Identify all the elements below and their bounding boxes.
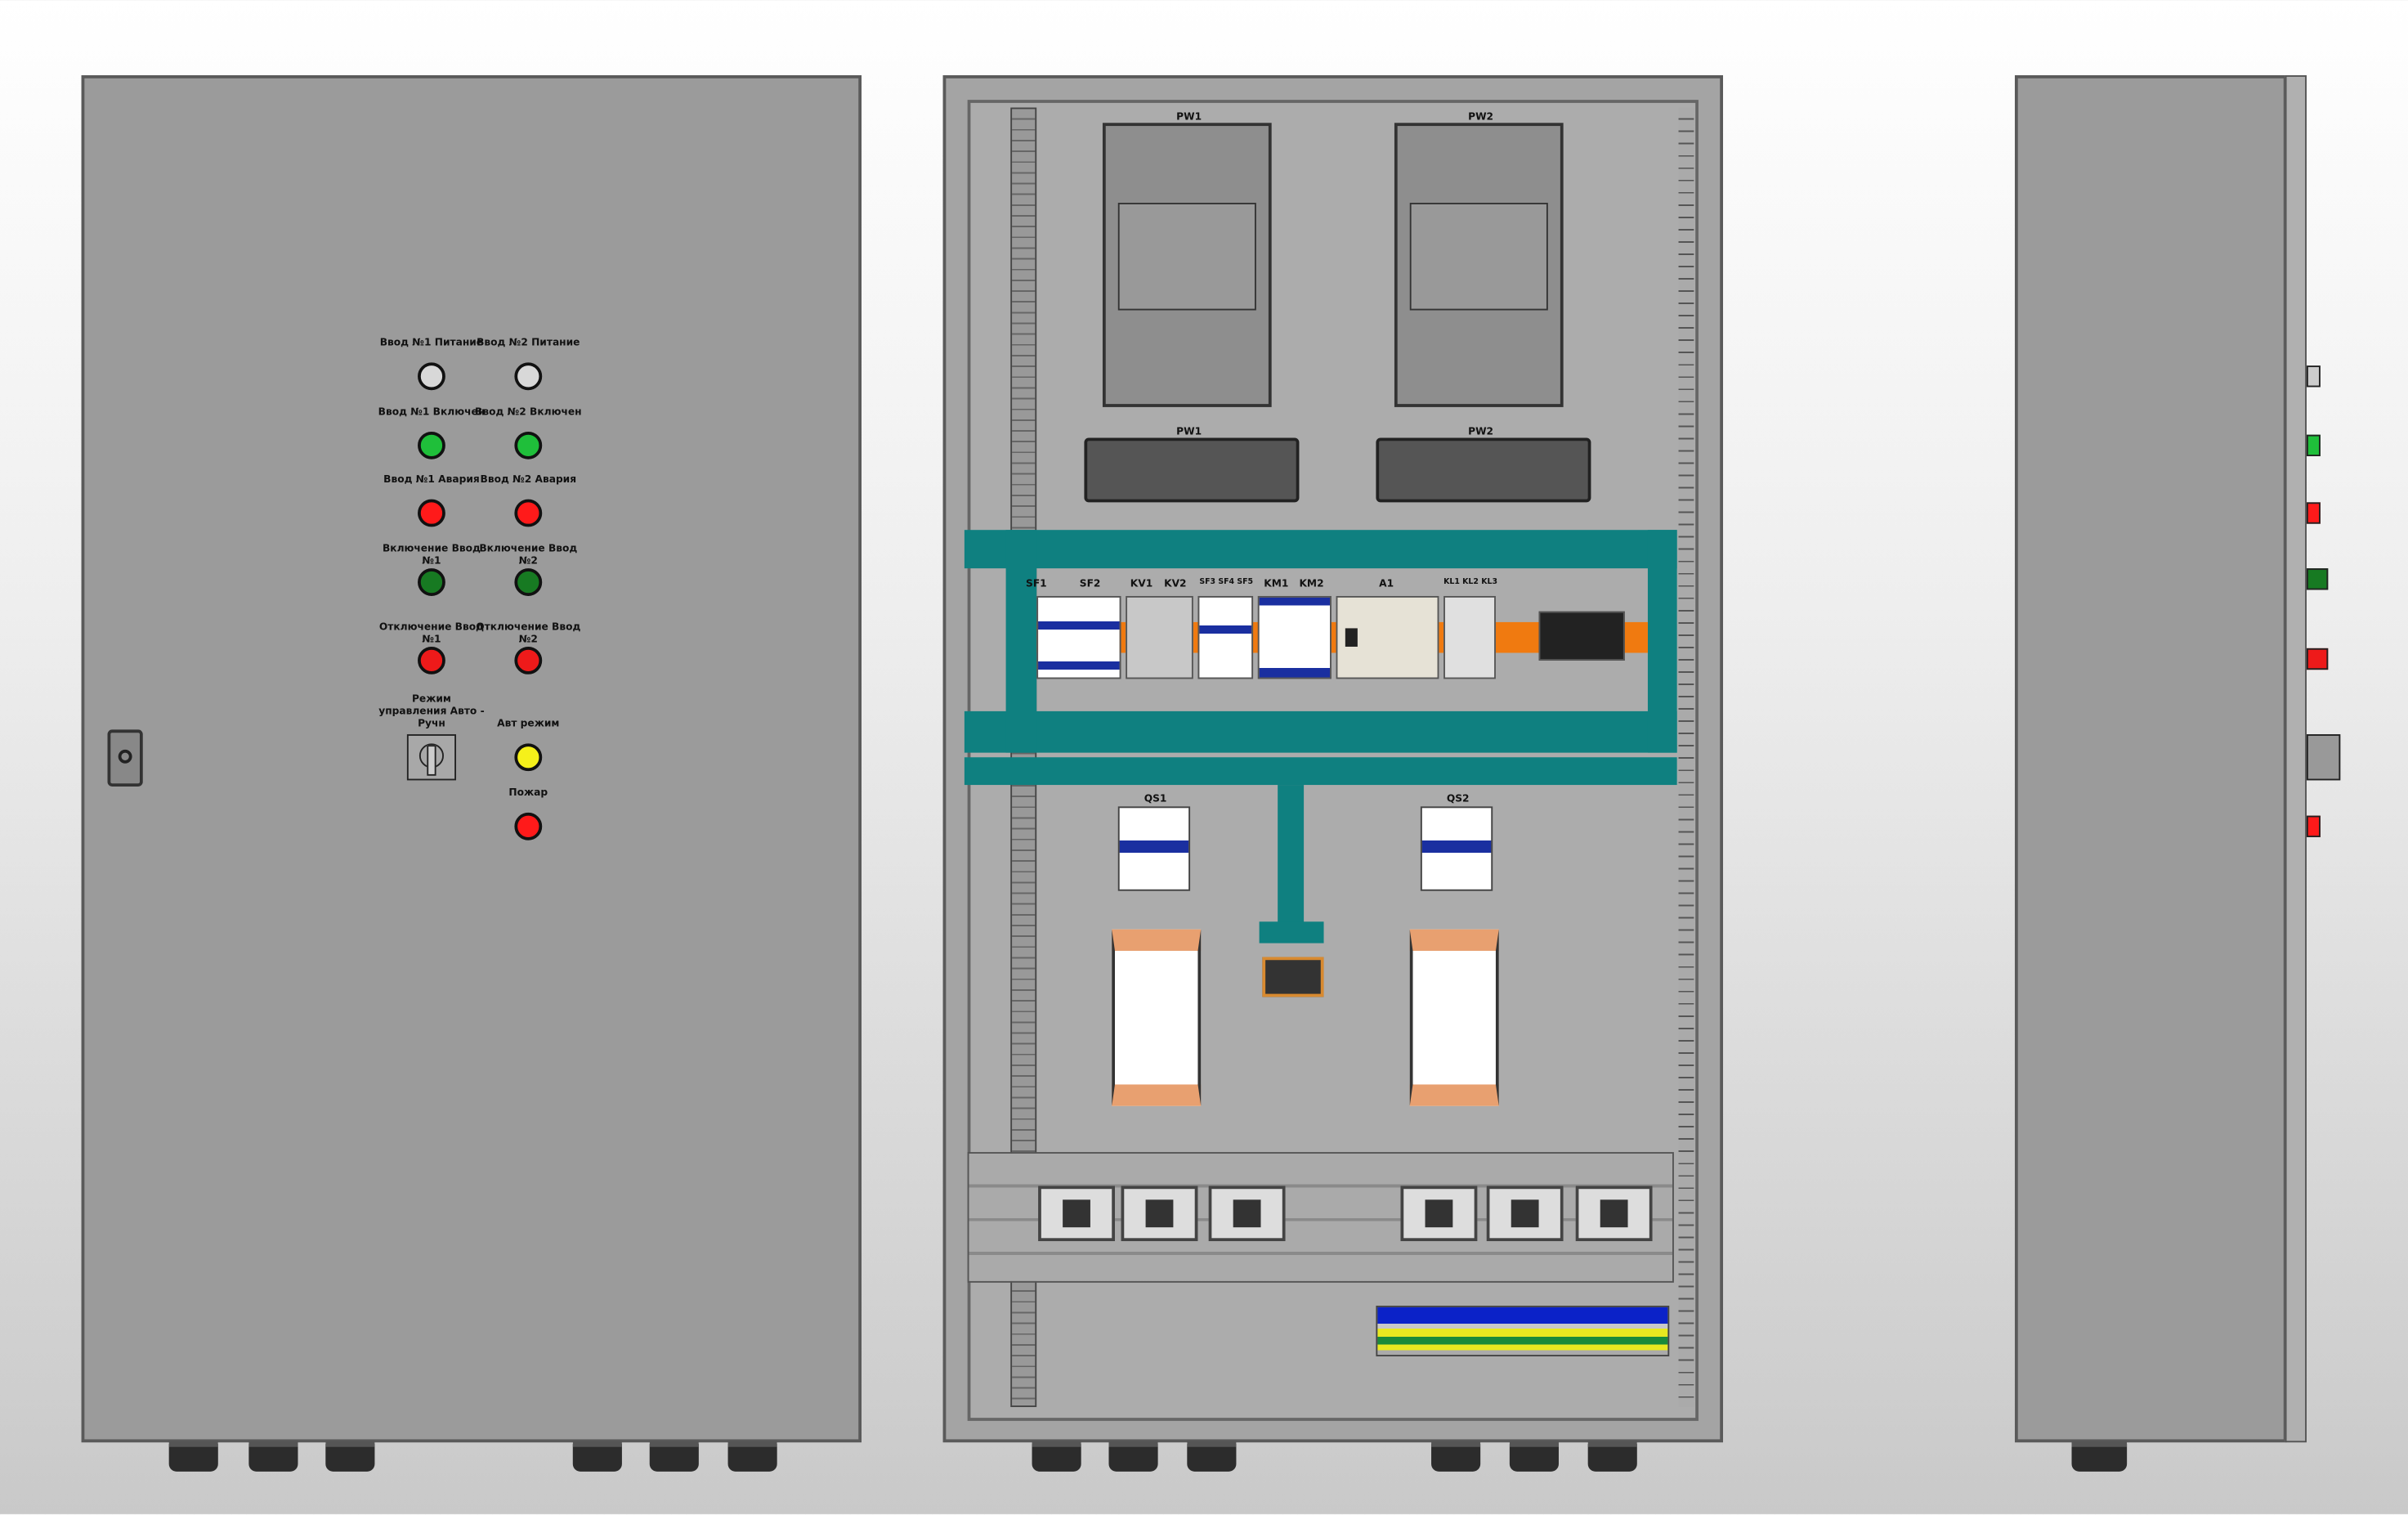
side-cabinet <box>2014 75 2287 1443</box>
indicator-lamp <box>514 646 543 675</box>
indicator-lamp <box>418 646 445 675</box>
terminal-block <box>1538 611 1625 661</box>
side-lamp <box>2306 365 2321 388</box>
voltage-relay-kv <box>1126 595 1193 679</box>
terminal-block <box>1262 957 1324 997</box>
lamp-label: Включение Ввод №2 <box>479 542 578 567</box>
contactor-km <box>1257 595 1332 679</box>
side-selector-switch <box>2306 734 2341 781</box>
circuit-breaker-sf3-5 <box>1197 595 1254 679</box>
right-ruler <box>1678 107 1694 1407</box>
selector-switch[interactable] <box>406 734 457 781</box>
current-transformer <box>1486 1186 1564 1242</box>
cable-gland <box>1032 1441 1081 1472</box>
indicator-lamp <box>514 568 543 596</box>
din-label: SF1 <box>1026 577 1047 590</box>
cable-gland <box>2071 1441 2128 1472</box>
side-lamp <box>2306 568 2329 590</box>
lamp-label: Ввод №1 Авария <box>383 473 480 486</box>
switch-label: QS1 <box>1144 792 1167 805</box>
current-transformer <box>1400 1186 1478 1242</box>
lamp-label: Ввод №1 Питание <box>379 336 484 349</box>
lamp-label: Ввод №2 Питание <box>477 336 580 349</box>
lamp-label: Включение Ввод №1 <box>382 542 481 567</box>
lamp-label: Отключение Ввод №1 <box>378 621 484 646</box>
cable-gland <box>1509 1441 1559 1472</box>
current-transformer <box>1208 1186 1286 1242</box>
cable-duct <box>1647 530 1677 753</box>
din-label-row: SF1 SF2 KV1 KV2 SF3 SF4 SF5 KM1 KM2 A1 K… <box>1026 577 1517 593</box>
indicator-lamp <box>514 812 543 840</box>
cable-duct <box>964 530 1677 569</box>
din-label: SF3 SF4 SF5 <box>1199 577 1254 587</box>
relay-kl <box>1443 595 1496 679</box>
current-transformer <box>1575 1186 1653 1242</box>
cable-gland <box>727 1441 777 1472</box>
cable-duct <box>1259 921 1324 944</box>
cable-gland <box>325 1441 375 1472</box>
selector-switch-label: Режим управления Авто - Ручн <box>378 693 485 730</box>
cable-gland <box>1187 1441 1237 1472</box>
lamp-label: Ввод №2 Включен <box>475 406 582 419</box>
cable-gland <box>1431 1441 1481 1472</box>
front-cabinet-door <box>81 75 862 1443</box>
ground-bus-bar <box>1376 1305 1670 1356</box>
current-transformer <box>1121 1186 1198 1242</box>
circuit-breaker-sf <box>1036 595 1121 679</box>
meter-label: PW1 <box>1176 110 1202 123</box>
din-label: KV2 <box>1164 577 1187 590</box>
circuit-breaker-2 <box>1409 929 1499 1106</box>
energy-meter-pw1 <box>1102 123 1272 407</box>
controller-a1 <box>1336 595 1439 679</box>
din-label: SF2 <box>1079 577 1101 590</box>
cable-gland <box>168 1441 218 1472</box>
current-transformer <box>1038 1186 1116 1242</box>
side-lamp <box>2306 502 2321 524</box>
lamp-label: Отключение Ввод №2 <box>476 621 581 646</box>
indicator-lamp <box>418 362 445 391</box>
indicator-lamp <box>418 431 445 459</box>
meter-label: PW2 <box>1468 110 1494 123</box>
lamp-label: Ввод №2 Авария <box>480 473 577 486</box>
meter-cover-pw2 <box>1376 437 1591 503</box>
cable-gland <box>248 1441 298 1472</box>
din-label: KV1 <box>1130 577 1153 590</box>
meter-cover-pw1 <box>1084 437 1300 503</box>
meter-cover-label: PW1 <box>1176 425 1202 438</box>
switch-qs1 <box>1117 806 1191 891</box>
cable-gland <box>572 1441 622 1472</box>
cable-gland <box>649 1441 699 1472</box>
side-lamp <box>2306 815 2321 837</box>
door-lock-icon[interactable] <box>107 729 143 787</box>
indicator-lamp <box>514 431 543 459</box>
side-lamp <box>2306 648 2329 670</box>
lamp-label: Ввод №1 Включен <box>378 406 486 419</box>
energy-meter-pw2 <box>1394 123 1564 407</box>
cable-duct <box>1278 785 1305 924</box>
din-label: KM2 <box>1299 577 1324 590</box>
cable-gland <box>1587 1441 1637 1472</box>
switch-qs2 <box>1420 806 1493 891</box>
indicator-lamp <box>514 499 543 527</box>
din-label: KM1 <box>1264 577 1289 590</box>
din-label: A1 <box>1379 577 1394 590</box>
din-label: KL1 KL2 KL3 <box>1443 577 1498 587</box>
indicator-lamp <box>514 362 543 391</box>
indicator-lamp <box>418 499 445 527</box>
side-door-edge <box>2285 75 2307 1443</box>
cable-duct <box>964 757 1677 786</box>
switch-label: QS2 <box>1446 792 1470 805</box>
cable-duct <box>1005 530 1037 753</box>
lamp-label: Пожар <box>508 786 548 799</box>
side-lamp <box>2306 434 2321 457</box>
lamp-label: Авт режим <box>497 717 560 730</box>
meter-cover-label: PW2 <box>1468 425 1494 438</box>
indicator-lamp <box>418 568 445 596</box>
cable-duct <box>964 710 1677 753</box>
circuit-breaker-1 <box>1112 929 1202 1106</box>
indicator-lamp <box>514 743 543 772</box>
cable-gland <box>1108 1441 1158 1472</box>
